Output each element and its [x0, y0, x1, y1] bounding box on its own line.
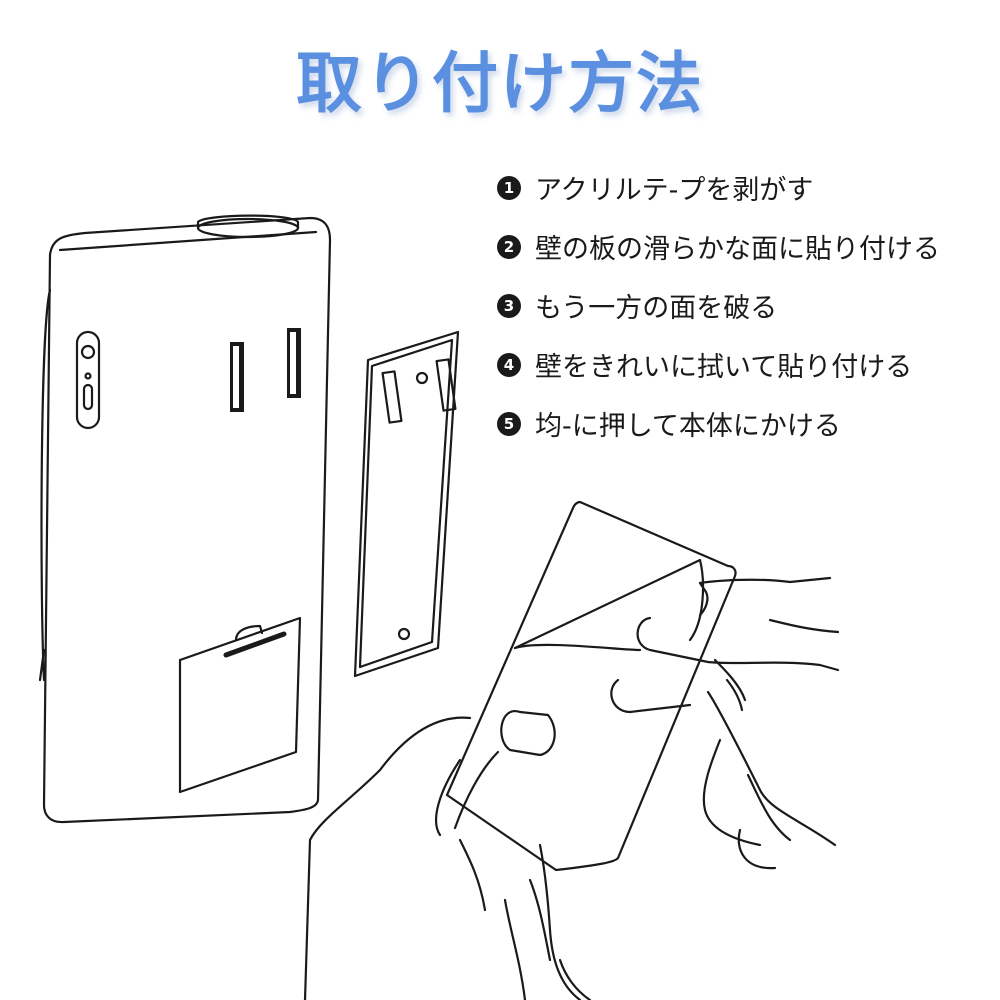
adhesive-card-illustration [447, 502, 736, 870]
right-hand-illustration [611, 578, 838, 868]
wall-plate-illustration [355, 332, 458, 676]
left-hand-illustration [305, 711, 590, 1000]
device-body-illustration [40, 216, 330, 822]
